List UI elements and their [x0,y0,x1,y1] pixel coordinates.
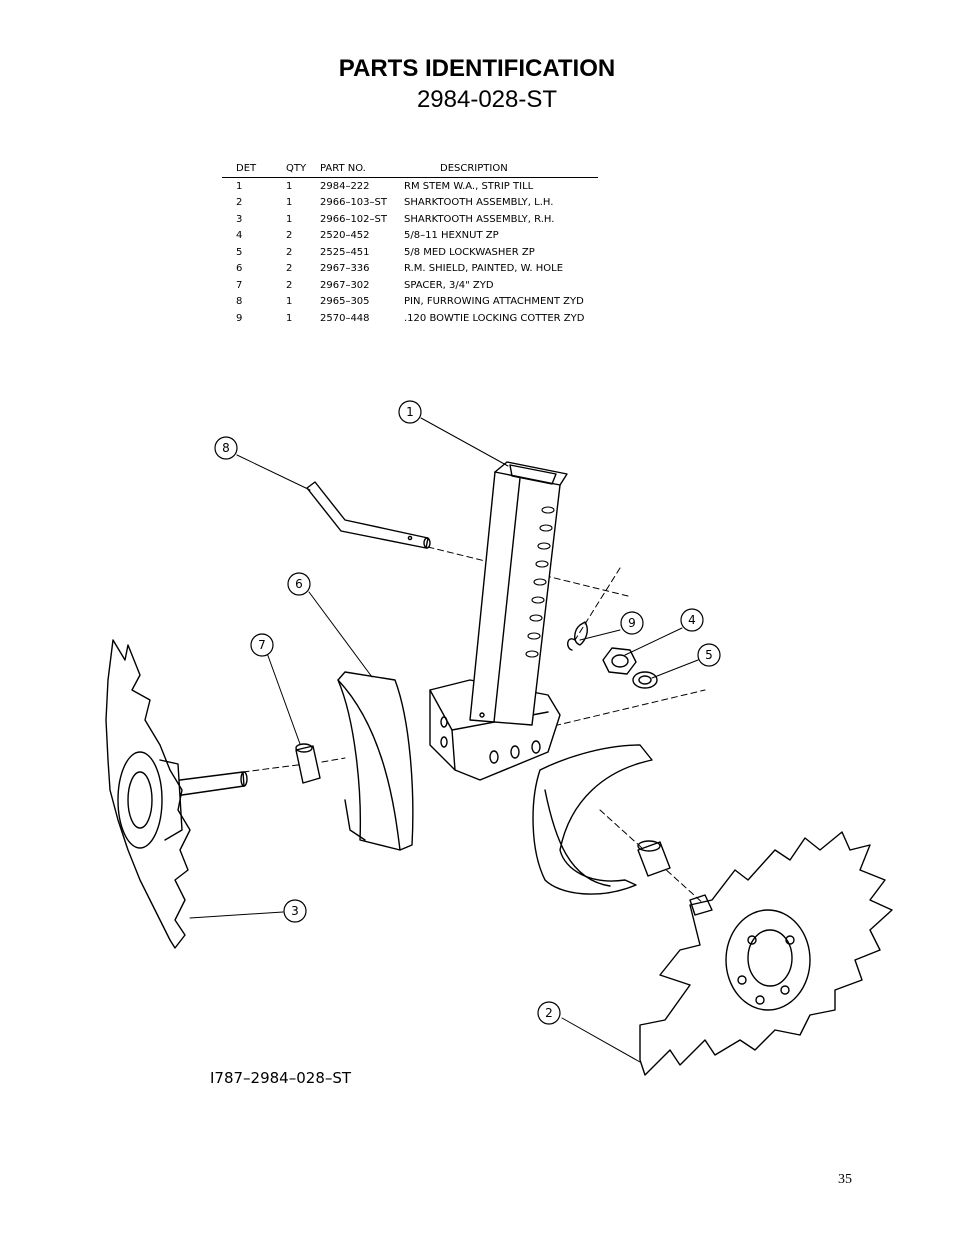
callout-3-circle [283,899,307,923]
page-title: PARTS IDENTIFICATION [338,55,616,82]
col-qty: QTY [278,163,318,178]
row-description: RM STEM W.A., STRIP TILL [404,180,534,192]
row-description: R.M. SHIELD, PAINTED, W. HOLE [404,263,564,275]
bowtie-cotter [567,621,588,651]
row-qty: 2 [286,246,293,258]
row-qty: 2 [286,230,293,242]
callout-1-circle [398,400,422,424]
exploded-assembly-diagram: 1 8 6 7 9 4 5 3 2 [105,400,893,1076]
shield-right [532,744,653,895]
callout-6-label: 6 [295,577,303,591]
row-det: 1 [236,180,243,192]
spacer-right [637,840,671,877]
table-row: 6 2 2967–336 R.M. SHIELD, PAINTED, W. HO… [222,261,598,278]
callout-6-circle [287,572,311,596]
table-row: 8 1 2965–305 PIN, FURROWING ATTACHMENT Z… [222,294,598,311]
callout-2-circle [537,1001,561,1025]
row-part-no: 2965–305 [320,296,370,308]
table-row: 9 1 2570–448 .120 BOWTIE LOCKING COTTER … [222,310,598,327]
row-description: SPACER, 3/4" ZYD [404,279,494,291]
model-number: 2984-028-ST [416,86,558,113]
spacer-left [295,743,321,784]
row-det: 6 [236,263,243,275]
callout-circles [214,400,721,1025]
row-description: .120 BOWTIE LOCKING COTTER ZYD [404,312,585,324]
hexnut [602,647,637,675]
table-row: 4 2 2520–452 5/8–11 HEXNUT ZP [222,228,598,245]
row-description: SHARKTOOTH ASSEMBLY, R.H. [404,213,555,225]
callout-1-label: 1 [406,405,414,419]
callout-7-label: 7 [258,638,266,652]
drawing-number: I787–2984–028–ST [210,1069,352,1087]
page-number: 35 [838,1172,852,1187]
row-part-no: 2966–103–ST [320,197,387,209]
col-det: DET [222,163,278,178]
row-part-no: 2967–302 [320,279,370,291]
table-row: 1 1 2984–222 RM STEM W.A., STRIP TILL [222,178,598,195]
row-det: 7 [236,279,243,291]
row-det: 5 [236,246,243,258]
callout-4-label: 4 [688,613,696,627]
callout-7-circle [250,633,274,657]
row-description: SHARKTOOTH ASSEMBLY, L.H. [404,197,554,209]
row-part-no: 2984–222 [320,180,370,192]
row-qty: 2 [286,279,293,291]
col-part-no: PART NO. [318,163,402,178]
callout-4-circle [680,608,704,632]
rm-stem [429,461,568,781]
sharktooth-left-hand [639,831,893,1076]
callout-leaders [189,417,699,1063]
table-row: 3 1 2966–102–ST SHARKTOOTH ASSEMBLY, R.H… [222,211,598,228]
row-part-no: 2525–451 [320,246,370,258]
row-qty: 1 [286,312,293,324]
callout-9-circle [620,611,644,635]
row-part-no: 2570–448 [320,312,370,324]
furrowing-pin [306,481,431,549]
callout-5-circle [697,643,721,667]
row-description: 5/8–11 HEXNUT ZP [404,230,499,242]
lockwasher [632,671,658,689]
parts-table: DET QTY PART NO. DESCRIPTION 1 1 2984–22… [222,163,598,327]
row-description: PIN, FURROWING ATTACHMENT ZYD [404,296,584,308]
row-det: 3 [236,213,243,225]
row-det: 9 [236,312,243,324]
shield-left [337,671,414,851]
callout-3-label: 3 [291,904,299,918]
callout-8-label: 8 [222,441,230,455]
row-qty: 2 [286,263,293,275]
parts-table-header: DET QTY PART NO. DESCRIPTION [222,163,598,178]
table-row: 5 2 2525–451 5/8 MED LOCKWASHER ZP [222,244,598,261]
row-det: 2 [236,197,243,209]
row-part-no: 2966–102–ST [320,213,387,225]
row-det: 4 [236,230,243,242]
table-row: 7 2 2967–302 SPACER, 3/4" ZYD [222,277,598,294]
row-qty: 1 [286,197,293,209]
row-qty: 1 [286,213,293,225]
row-part-no: 2967–336 [320,263,370,275]
callout-9-label: 9 [628,616,636,630]
callout-8-circle [214,436,238,460]
sharktooth-right-hand [105,639,248,949]
callout-2-label: 2 [545,1006,553,1020]
table-row: 2 1 2966–103–ST SHARKTOOTH ASSEMBLY, L.H… [222,195,598,212]
row-det: 8 [236,296,243,308]
callout-5-label: 5 [705,648,713,662]
row-qty: 1 [286,296,293,308]
row-description: 5/8 MED LOCKWASHER ZP [404,246,535,258]
col-description: DESCRIPTION [402,163,598,178]
row-part-no: 2520–452 [320,230,370,242]
row-qty: 1 [286,180,293,192]
